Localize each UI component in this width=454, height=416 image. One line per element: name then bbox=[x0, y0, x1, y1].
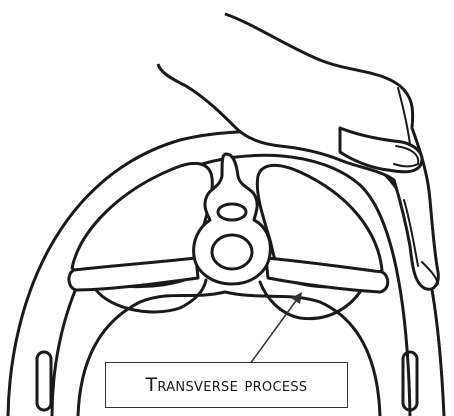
callout-box: Transverse process bbox=[105, 362, 348, 408]
callout-arrowhead bbox=[291, 292, 302, 304]
callout-label: Transverse process bbox=[146, 374, 308, 396]
callout-leader-line bbox=[250, 298, 298, 364]
left-side-slot bbox=[37, 352, 51, 410]
